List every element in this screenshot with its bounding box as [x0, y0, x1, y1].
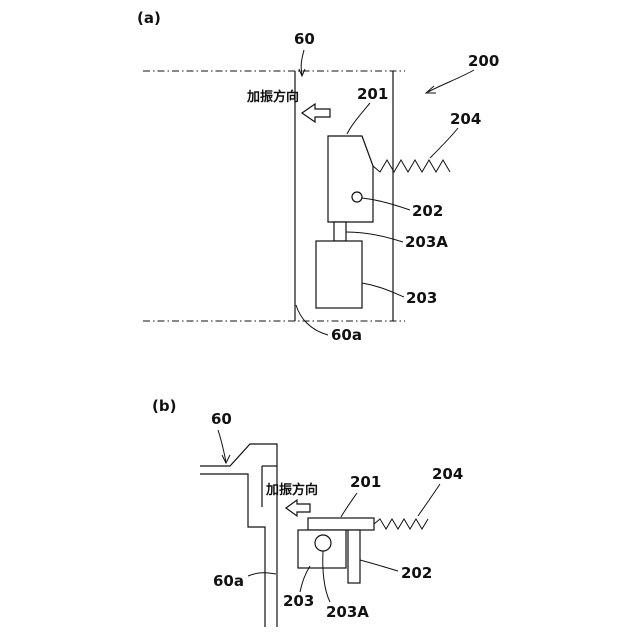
vibration-direction-arrow — [286, 500, 310, 516]
label-60: 60 — [294, 30, 315, 48]
leader-60a — [296, 305, 328, 335]
leader-202 — [360, 560, 398, 571]
label-204: 204 — [450, 110, 481, 128]
leader-204 — [418, 484, 440, 516]
label-202: 202 — [401, 564, 432, 582]
label-204: 204 — [432, 465, 463, 483]
label-60: 60 — [211, 410, 232, 428]
label-203: 203 — [283, 592, 314, 610]
label-200: 200 — [468, 52, 499, 70]
leader-201 — [341, 493, 357, 517]
leader-200 — [428, 70, 474, 92]
component-202-bar — [348, 530, 360, 583]
housing-60-inner-profile — [200, 474, 265, 627]
component-201-plate — [308, 518, 374, 530]
component-202-circle — [352, 192, 362, 202]
leader-60 — [218, 430, 226, 462]
panel-a-label: (a) — [137, 9, 161, 27]
label-60a: 60a — [213, 572, 244, 590]
component-203A-circle — [315, 535, 331, 551]
leader-201 — [347, 103, 370, 134]
label-202: 202 — [412, 202, 443, 220]
leader-204 — [430, 128, 458, 158]
label-203: 203 — [406, 289, 437, 307]
leader-60a — [248, 573, 276, 576]
vibration-direction-arrow — [302, 104, 330, 122]
panel-b-label: (b) — [152, 397, 176, 415]
panel-a: (a) 60 200 加振方向 201 202 204 203A — [137, 9, 499, 344]
spring-204 — [374, 519, 428, 529]
label-203A: 203A — [405, 233, 448, 251]
direction-text: 加振方向 — [265, 482, 318, 498]
leader-203 — [300, 566, 310, 592]
component-203-block — [316, 241, 362, 308]
label-203A: 203A — [326, 603, 369, 621]
panel-b: (b) 60 加振方向 201 204 202 203 203A 60 — [152, 397, 463, 627]
leader-203 — [362, 283, 404, 297]
spring-204 — [373, 160, 450, 172]
component-201-body — [328, 136, 373, 222]
leader-200-arrowhead — [426, 86, 436, 93]
label-60a: 60a — [331, 326, 362, 344]
label-201: 201 — [350, 473, 381, 491]
label-201: 201 — [357, 85, 388, 103]
direction-text: 加振方向 — [246, 89, 299, 105]
component-203A-stem — [334, 222, 346, 241]
